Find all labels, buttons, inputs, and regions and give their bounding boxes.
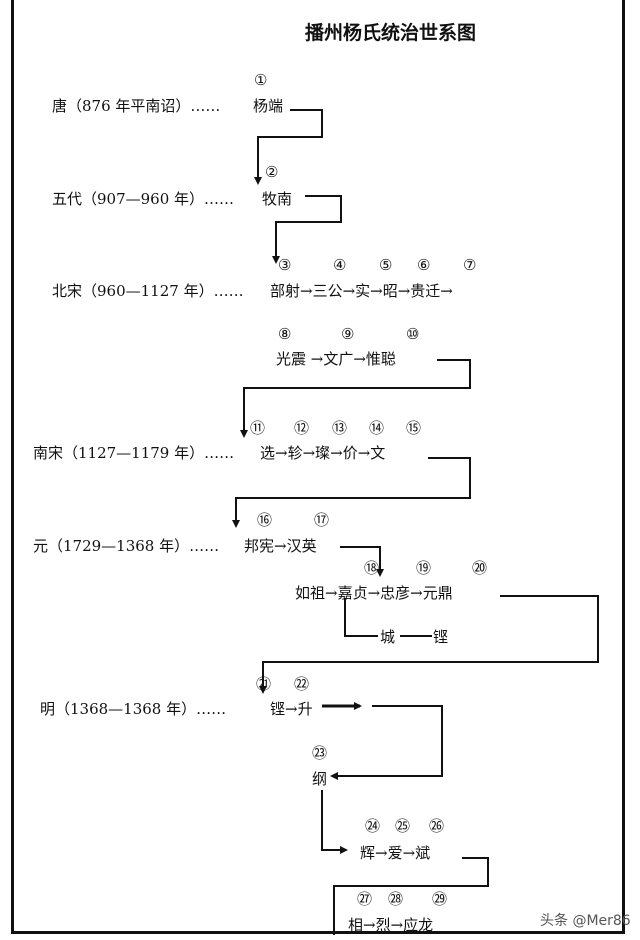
names-beisong: 部射→三公→实→昭→贵迁→ (270, 282, 453, 300)
num-27: ㉗ (357, 890, 373, 908)
num-5: ⑤ (379, 256, 393, 274)
connector-15-16 (232, 457, 471, 528)
era-beisong: 北宋（960—1127 年）…… (52, 282, 244, 300)
num-26: ㉖ (429, 817, 445, 835)
connector-2-3 (272, 195, 342, 264)
era-nansong: 南宋（1127—1179 年）…… (33, 444, 235, 462)
num-2: ② (265, 163, 279, 181)
num-11: ⑪ (250, 419, 266, 437)
names-ming: 铿→升 (270, 700, 313, 718)
num-24: ㉔ (365, 817, 381, 835)
num-7: ⑦ (463, 256, 477, 274)
num-29: ㉙ (432, 890, 448, 908)
branch-keng: 铿 (433, 628, 449, 646)
watermark: 头条 @Mer86 (540, 913, 631, 929)
num-28: ㉘ (388, 890, 404, 908)
era-wudai: 五代（907—960 年）…… (52, 190, 235, 208)
names-tang: 杨端 (253, 97, 284, 115)
diagram-title: 播州杨氏统治世系图 (305, 22, 477, 44)
num-1: ① (254, 71, 268, 89)
num-18: ⑱ (364, 559, 380, 577)
connector-10-11 (240, 359, 471, 438)
num-8: ⑧ (278, 325, 292, 343)
names-yuan-2: 如祖→嘉贞→忠彦→元鼎 (295, 584, 453, 602)
num-3: ③ (278, 256, 292, 274)
names-ming-4: 相→烈→应龙 (348, 916, 434, 934)
num-19: ⑲ (416, 559, 432, 577)
connector-23-24 (321, 790, 348, 854)
num-20: ⑳ (472, 559, 488, 577)
connector-26-27 (333, 857, 489, 935)
branch-cheng: 城 (380, 628, 396, 646)
diagram-frame (11, 0, 625, 934)
names-wudai: 牧南 (262, 190, 293, 208)
num-14: ⑭ (369, 419, 385, 437)
connector-17-18 (340, 546, 384, 577)
num-16: ⑯ (257, 511, 273, 529)
names-ming-3: 辉→爱→斌 (360, 844, 431, 862)
era-ming: 明（1368—1368 年）…… (40, 700, 227, 718)
num-22: ㉒ (294, 675, 310, 693)
num-6: ⑥ (417, 256, 431, 274)
names-beisong-2: 光震 →文广→惟聪 (276, 350, 396, 368)
names-nansong: 选→轸→璨→价→文 (260, 444, 386, 462)
connector-branch (344, 598, 378, 637)
era-tang: 唐（876 年平南诏）…… (52, 97, 221, 115)
num-9: ⑨ (341, 325, 355, 343)
connector-22-23 (330, 705, 443, 780)
num-15: ⑮ (406, 419, 422, 437)
era-yuan: 元（1729—1368 年）…… (33, 537, 220, 555)
num-10: ⑩ (406, 325, 420, 343)
names-ming-2: 纲 (312, 770, 328, 788)
connector-1-2 (254, 109, 323, 185)
names-yuan: 邦宪→汉英 (244, 537, 317, 555)
connector-20-21 (259, 595, 599, 694)
num-17: ⑰ (314, 511, 330, 529)
num-4: ④ (333, 256, 347, 274)
num-12: ⑫ (294, 419, 310, 437)
num-23: ㉓ (312, 744, 328, 762)
num-13: ⑬ (332, 419, 348, 437)
num-21: ㉑ (256, 675, 272, 693)
num-25: ㉕ (395, 817, 411, 835)
